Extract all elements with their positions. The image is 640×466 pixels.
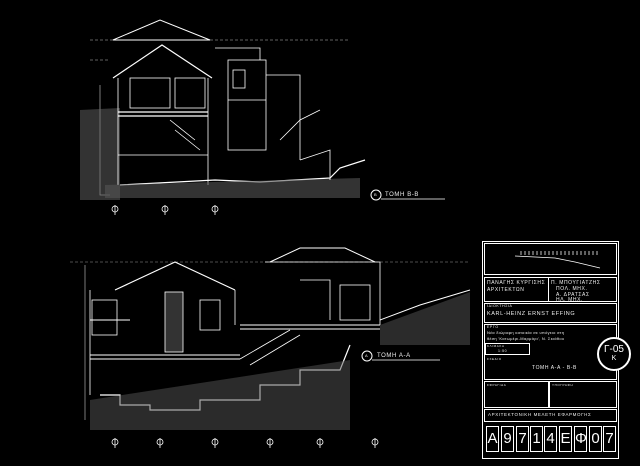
section-bb-label: ΤΟΜΗ Β-Β (385, 192, 420, 198)
code-cell: 1 (530, 426, 543, 452)
owner-box (484, 303, 617, 323)
scale-label: ΚΛΙΜΑΚΑ (487, 344, 505, 348)
sheet-number: Γ-05 (604, 344, 624, 355)
drawing-title: ΤΟΜΗ Α-Α - Β-Β (532, 365, 577, 371)
sheet-sub: Κ (611, 355, 617, 362)
stamp-box (484, 381, 549, 408)
study-type-box (484, 409, 617, 422)
signature-label: ΥΠΟΓΡΑΦΗ (552, 383, 574, 387)
owner-name: KARL-HEINZ ERNST EFFING (487, 311, 576, 317)
code-cell: 7 (603, 426, 616, 452)
scale-box (484, 243, 617, 275)
section-bb (80, 19, 445, 215)
section-aa-marker: Α (365, 353, 369, 358)
code-cell: Ε (559, 426, 572, 452)
code-cell: Φ (574, 426, 587, 452)
code-cell: 9 (501, 426, 514, 452)
signature-box (549, 381, 617, 408)
project-line1: Νέα διώροφη κατοικία σε υπόγειο στη (487, 330, 565, 335)
architect-name: ΠΑΝΑΓΗΣ ΚΥΡΓΙΣΗΣ (487, 280, 546, 286)
study-type: ΑΡΧΙΤΕΚΤΟΝΙΚΗ ΜΕΛΕΤΗ ΕΦΑΡΜΟΓΗΣ (488, 412, 592, 417)
project-line2: θέση 'Κατωμέρι-Μαρμάρι', Ν. Σκιάθου (487, 336, 565, 341)
code-cell: 7 (516, 426, 529, 452)
section-bb-marker: Β (374, 192, 378, 197)
engineer2-title: ΗΛ. ΜΗΧ. (556, 297, 584, 303)
designers-box (484, 277, 617, 302)
project-label: ΕΡΓΟ (487, 325, 499, 329)
architect-title: ΑΡΧΙΤΕΚΤΩΝ (487, 287, 525, 293)
code-cell: Α (486, 426, 499, 452)
scale-graphic (514, 251, 601, 269)
code-cell: 0 (589, 426, 602, 452)
stamp-label: ΣΦΡΑΓΙΔΑ (487, 383, 507, 387)
divider (548, 277, 549, 302)
drawing-label: ΣΧΕΔΙΟ (487, 357, 502, 361)
section-aa-label: ΤΟΜΗ Α-Α (377, 353, 411, 359)
section-aa (70, 247, 471, 448)
engineer1-name: Π. ΜΠΟΥΓΙΑΤΖΗΣ (551, 280, 601, 286)
scale-table (485, 343, 530, 355)
sheet-number-circle: Γ-05 Κ (597, 337, 631, 371)
engineer1-title: ΠΟΛ. ΜΗΧ. (556, 286, 588, 292)
code-cell: 4 (544, 426, 557, 452)
engineer2-name: Α. ΔΡΑΤΣΑΣ (556, 292, 590, 298)
owner-label: ΙΔΙΟΚΤΗΣΙΑ (487, 304, 513, 308)
scale-value: 1:50 (498, 349, 508, 353)
